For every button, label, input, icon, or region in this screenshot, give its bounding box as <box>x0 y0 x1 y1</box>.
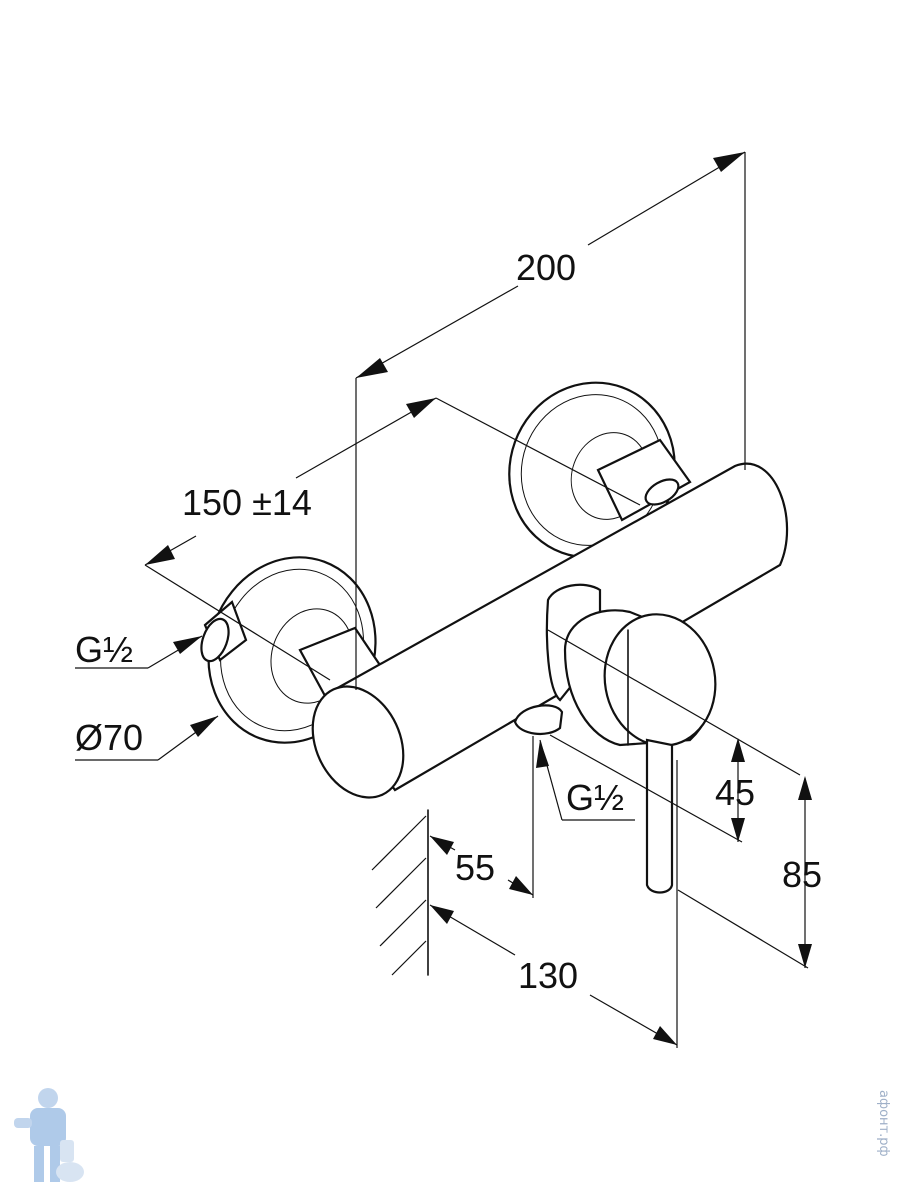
dim-45-label: 45 <box>715 772 755 813</box>
leader-g12-left: G½ <box>75 629 203 670</box>
leader-g12-bottom: G½ <box>536 739 635 821</box>
rear-connector <box>596 438 692 522</box>
wall-hatching <box>371 809 429 976</box>
mixer-lever <box>645 738 674 894</box>
dim-200: 200 <box>355 151 746 690</box>
dim-130: 130 <box>429 760 678 1048</box>
dim-200-label: 200 <box>516 247 576 288</box>
dim-45: 45 <box>547 629 801 843</box>
thread-bottom-label: G½ <box>566 777 624 818</box>
mixer-handle <box>563 609 717 747</box>
dim-85: 85 <box>677 776 822 969</box>
rosette-diameter-label: Ø70 <box>75 717 143 758</box>
dim-150: 150 ±14 <box>144 397 641 681</box>
dim-150-label: 150 ±14 <box>182 482 312 523</box>
left-inlet-nipple <box>200 600 248 663</box>
dim-55: 55 <box>429 736 534 898</box>
plumber-mascot-icon <box>14 1088 84 1182</box>
leader-d70: Ø70 <box>75 715 219 761</box>
watermark-text: афонт.рф <box>876 1090 891 1157</box>
dim-130-label: 130 <box>518 955 578 996</box>
dim-55-label: 55 <box>455 847 495 888</box>
dim-85-label: 85 <box>782 854 822 895</box>
thread-left-label: G½ <box>75 629 133 670</box>
